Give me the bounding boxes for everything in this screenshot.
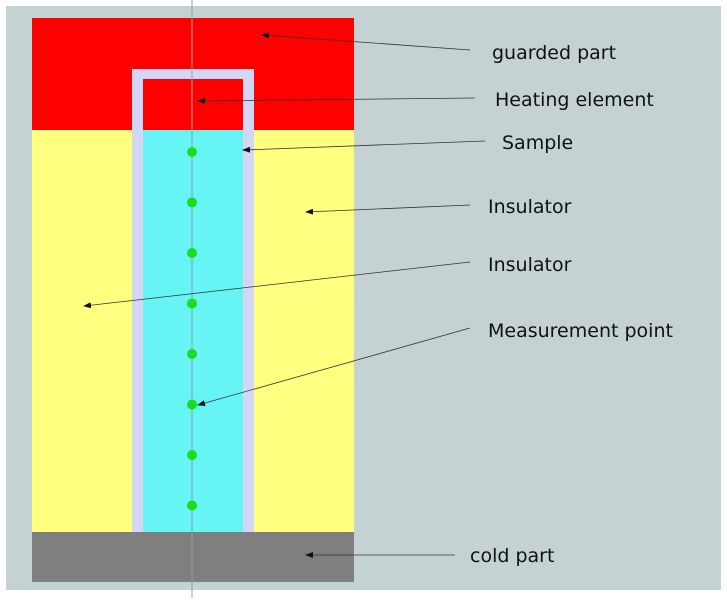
label-guarded-part: guarded part <box>492 42 616 64</box>
measurement-point-dot <box>187 248 197 258</box>
label-cold-part: cold part <box>470 545 554 567</box>
label-measurement-point: Measurement point <box>488 320 673 342</box>
sample-block <box>143 130 243 532</box>
measurement-point-dot <box>187 147 197 157</box>
leader-insulator-2 <box>83 261 471 309</box>
heating-element-block <box>143 79 243 130</box>
measurement-point-dot <box>187 298 197 309</box>
measurement-point-dot <box>187 197 197 208</box>
leader-measurement-point <box>197 327 471 406</box>
label-heating-element: Heating element <box>495 89 654 111</box>
leader-insulator-1 <box>305 204 471 215</box>
leader-sample <box>242 140 486 153</box>
measurement-point-dot <box>187 500 197 511</box>
label-sample: Sample <box>502 132 573 154</box>
measurement-point-dot <box>187 349 197 359</box>
label-insulator-2: Insulator <box>488 254 572 276</box>
cold-part-block <box>32 532 354 582</box>
label-insulator-1: Insulator <box>488 196 572 218</box>
measurement-point-dot <box>187 399 197 410</box>
leader-heating-element <box>197 97 476 104</box>
measurement-points <box>187 147 197 511</box>
leader-guarded-part <box>261 32 471 51</box>
measurement-point-dot <box>187 450 197 460</box>
